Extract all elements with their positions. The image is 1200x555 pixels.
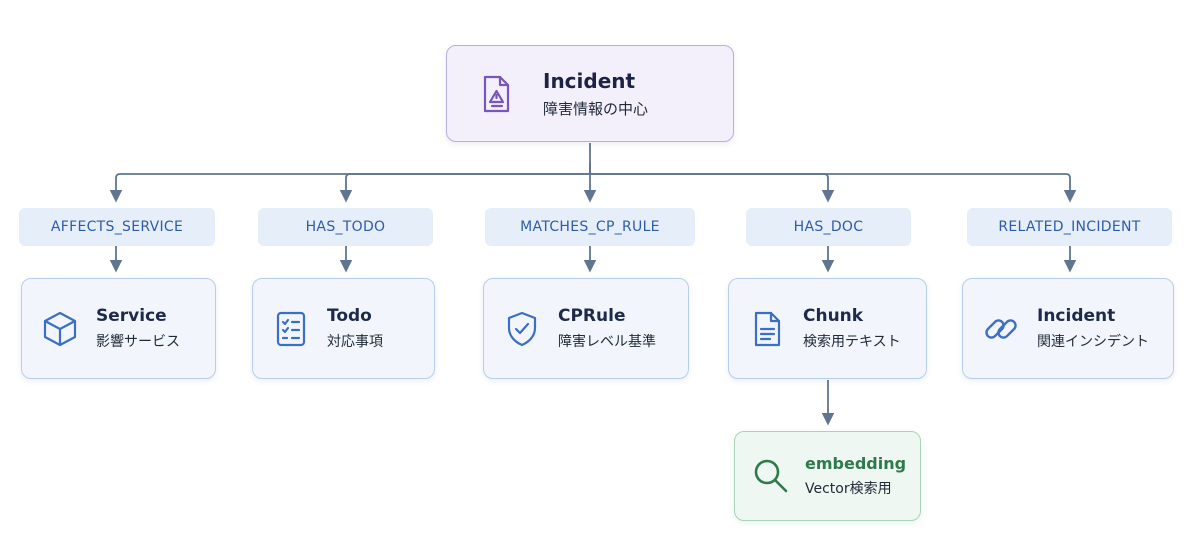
todo-subtitle: 対応事項 bbox=[327, 334, 383, 351]
connector-branch-affects-service bbox=[109, 163, 591, 203]
service-subtitle: 影響サービス bbox=[96, 334, 180, 351]
cprule-title: CPRule bbox=[558, 305, 626, 326]
root-subtitle: 障害情報の中心 bbox=[543, 100, 649, 118]
connector-branch-has-todo bbox=[339, 173, 590, 203]
relation-label-affects-service: AFFECTS_SERVICE bbox=[19, 208, 215, 246]
related-incident-node[interactable]: Incident 関連インシデント bbox=[962, 278, 1174, 379]
search-icon bbox=[749, 454, 793, 498]
embedding-subtitle: Vector検索用 bbox=[805, 481, 892, 498]
document-alert-icon bbox=[473, 72, 517, 116]
embedding-node[interactable]: embedding Vector検索用 bbox=[734, 431, 921, 521]
relation-label-matches-cp-rule: MATCHES_CP_RULE bbox=[485, 208, 695, 246]
checklist-icon bbox=[269, 307, 313, 351]
embedding-title: embedding bbox=[805, 454, 907, 473]
box-icon bbox=[38, 307, 82, 351]
chunk-subtitle: 検索用テキスト bbox=[803, 334, 901, 351]
connector-branch-has-doc bbox=[590, 173, 835, 203]
root-title: Incident bbox=[543, 69, 636, 93]
todo-title: Todo bbox=[327, 305, 372, 326]
service-node[interactable]: Service 影響サービス bbox=[21, 278, 216, 379]
relation-label-has-todo: HAS_TODO bbox=[258, 208, 433, 246]
chunk-node[interactable]: Chunk 検索用テキスト bbox=[728, 278, 927, 379]
relation-label-has-doc: HAS_DOC bbox=[746, 208, 911, 246]
connector-branch-related-incident bbox=[589, 163, 1077, 203]
incident-root-node[interactable]: Incident 障害情報の中心 bbox=[446, 45, 734, 142]
todo-node[interactable]: Todo 対応事項 bbox=[252, 278, 435, 379]
related-incident-subtitle: 関連インシデント bbox=[1037, 334, 1149, 351]
document-text-icon bbox=[745, 307, 789, 351]
shield-check-icon bbox=[500, 307, 544, 351]
service-title: Service bbox=[96, 305, 167, 326]
relation-label-related-incident: RELATED_INCIDENT bbox=[967, 208, 1172, 246]
chunk-title: Chunk bbox=[803, 305, 864, 326]
link-icon bbox=[979, 307, 1023, 351]
cprule-node[interactable]: CPRule 障害レベル基準 bbox=[483, 278, 689, 379]
related-incident-title: Incident bbox=[1037, 305, 1116, 326]
cprule-subtitle: 障害レベル基準 bbox=[558, 334, 656, 351]
